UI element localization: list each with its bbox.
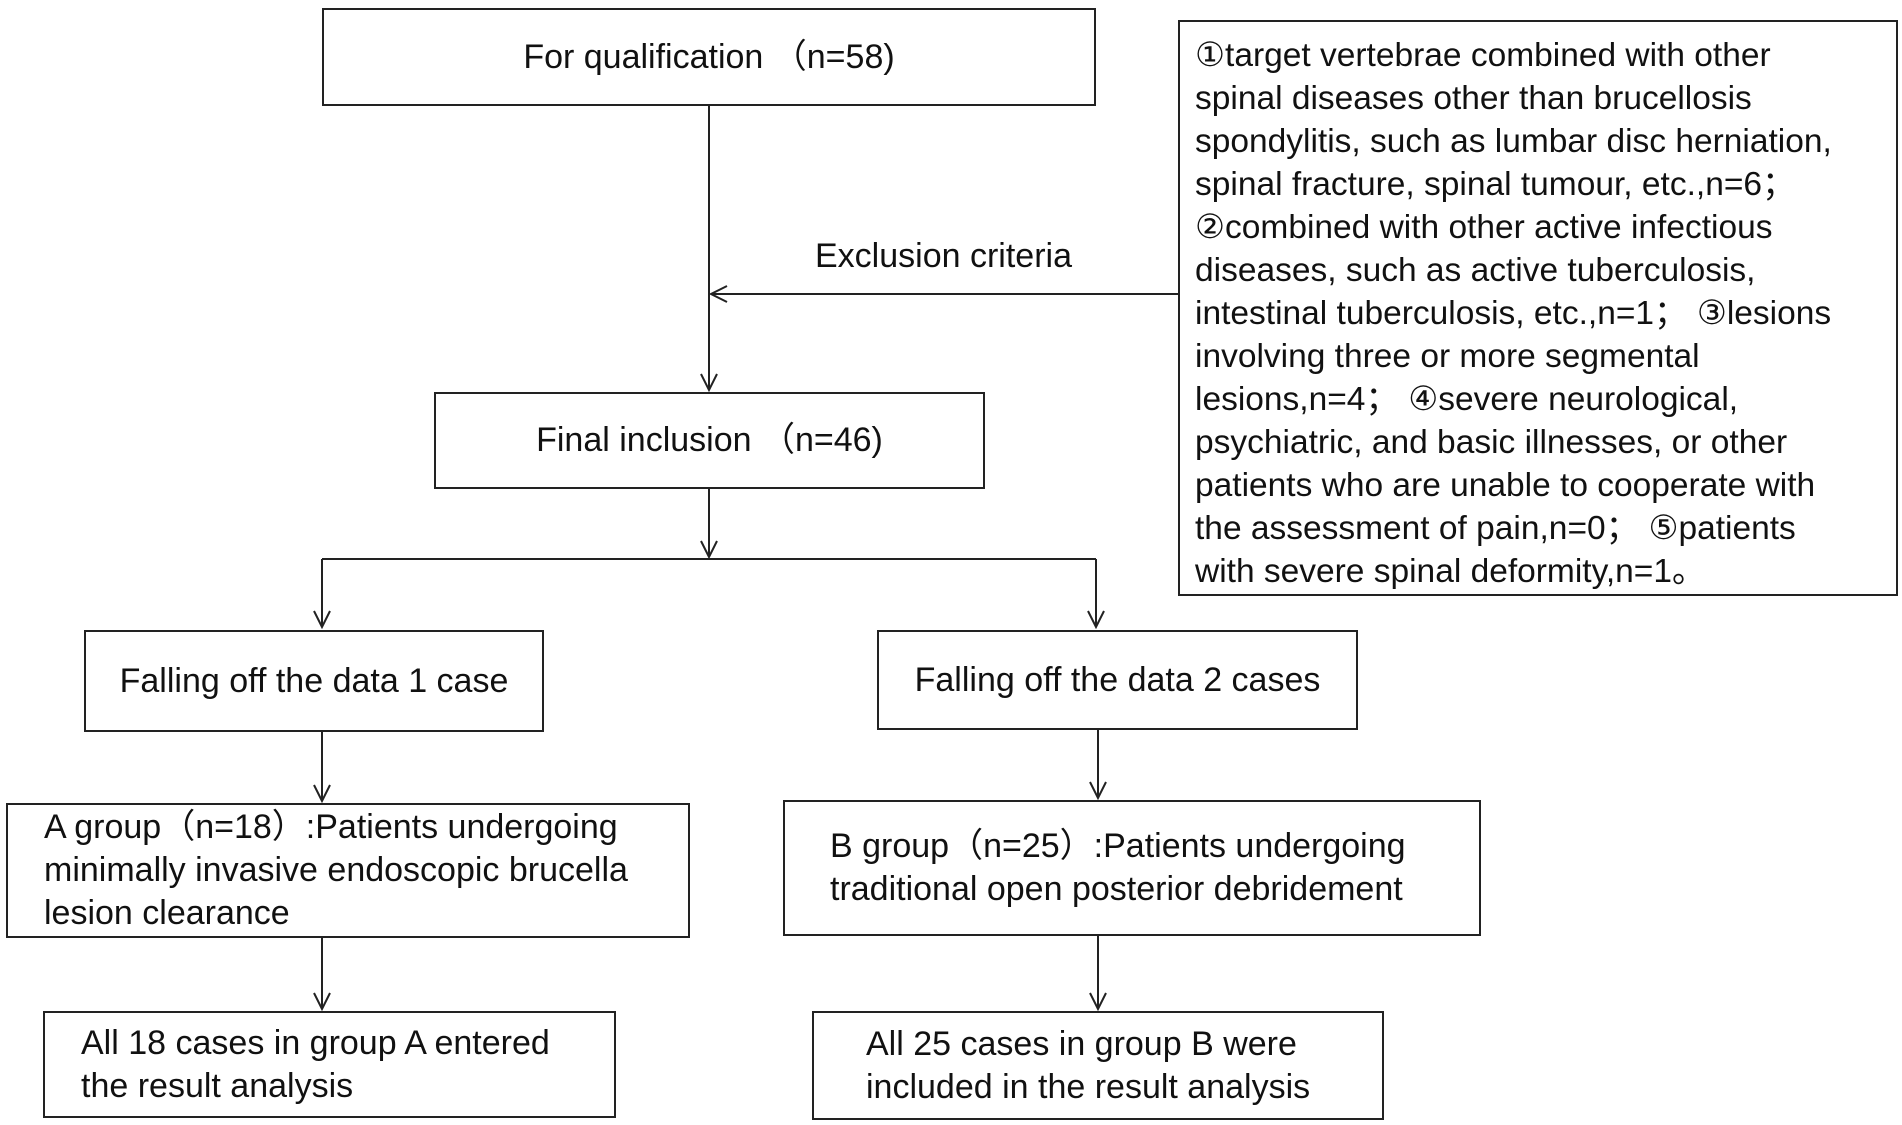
dropout-b-box: Falling off the data 2 cases bbox=[877, 630, 1358, 730]
qualification-text: For qualification （n=58) bbox=[523, 37, 895, 76]
exclusion-criteria-box: ①target vertebrae combined with other sp… bbox=[1178, 20, 1898, 596]
final-inclusion-text: Final inclusion （n=46) bbox=[536, 421, 883, 459]
group-a-text: A group（n=18）:Patients undergoing minima… bbox=[44, 808, 628, 932]
exclusion-criteria-label: Exclusion criteria bbox=[815, 237, 1072, 275]
group-b-box: B group（n=25）:Patients undergoing tradit… bbox=[783, 800, 1481, 936]
result-a-text: All 18 cases in group A entered the resu… bbox=[81, 1023, 550, 1105]
group-b-text: B group（n=25）:Patients undergoing tradit… bbox=[830, 827, 1406, 908]
group-a-box: A group（n=18）:Patients undergoing minima… bbox=[6, 803, 690, 938]
dropout-a-box: Falling off the data 1 case bbox=[84, 630, 544, 732]
result-b-text: All 25 cases in group B were included in… bbox=[866, 1024, 1311, 1106]
dropout-a-text: Falling off the data 1 case bbox=[119, 661, 509, 700]
dropout-b-text: Falling off the data 2 cases bbox=[914, 660, 1321, 699]
qualification-box: For qualification （n=58) bbox=[322, 8, 1096, 106]
result-a-box: All 18 cases in group A entered the resu… bbox=[43, 1011, 616, 1118]
final-inclusion-box: Final inclusion （n=46) bbox=[434, 392, 985, 489]
result-b-box: All 25 cases in group B were included in… bbox=[812, 1011, 1384, 1120]
